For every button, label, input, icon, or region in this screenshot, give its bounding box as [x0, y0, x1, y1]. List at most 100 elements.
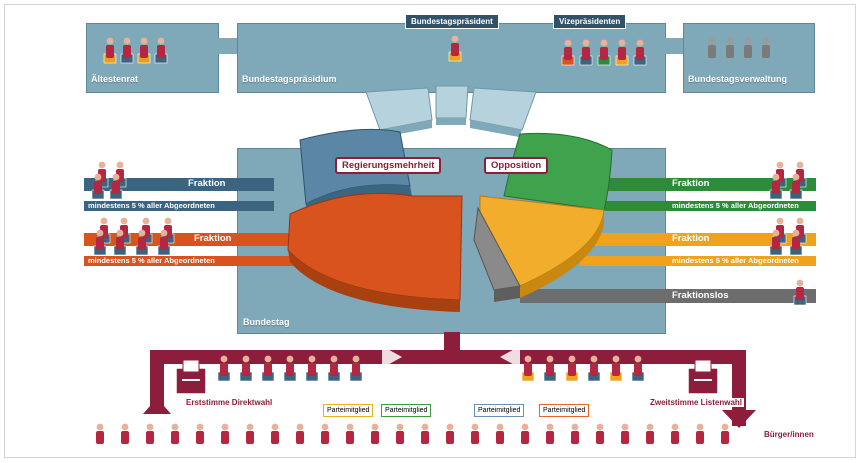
person-icon: [744, 37, 752, 58]
right-faction-2-label: Fraktion: [672, 233, 710, 244]
presidium-benches: [365, 85, 537, 137]
president-tag: Bundestagspräsident: [405, 14, 499, 29]
left-faction-2-sub: mindestens 5 % aller Abgeordneten: [88, 256, 215, 265]
person-icon: [421, 423, 429, 444]
person-icon: [696, 423, 704, 444]
election-arrows: [143, 332, 756, 428]
person-icon: [446, 423, 454, 444]
person-icon: [762, 37, 770, 58]
bundestag-label: Bundestag: [243, 317, 290, 327]
person-icon: [633, 39, 647, 66]
person-icon: [135, 229, 149, 256]
person-icon: [157, 229, 171, 256]
person-icon: [96, 423, 104, 444]
first-vote-ballot-icon: [175, 359, 207, 395]
person-icon: [543, 355, 557, 382]
person-icon: [609, 355, 623, 382]
person-icon: [154, 37, 168, 64]
person-icon: [521, 355, 535, 382]
connector-right: [664, 38, 684, 54]
person-icon: [631, 355, 645, 382]
person-icon: [109, 173, 123, 200]
right-faction-1-label: Fraktion: [672, 178, 710, 189]
person-icon: [103, 37, 117, 64]
vice-tag: Vizepräsidenten: [553, 14, 627, 29]
right-faction-1-subband: mindestens 5 % aller Abgeordneten: [604, 201, 816, 211]
aeltestenrat-label: Ältestenrat: [91, 74, 139, 84]
left-faction-1-band: Fraktion: [84, 178, 274, 191]
person-icon: [93, 229, 107, 256]
person-icon: [448, 35, 462, 62]
right-faction-1-sub: mindestens 5 % aller Abgeordneten: [672, 201, 799, 210]
person-icon: [596, 423, 604, 444]
person-icon: [571, 423, 579, 444]
person-icon: [196, 423, 204, 444]
person-icon: [646, 423, 654, 444]
person-icon: [137, 37, 151, 64]
person-icon: [346, 423, 354, 444]
person-icon: [217, 355, 231, 382]
person-icon: [121, 423, 129, 444]
person-icon: [171, 423, 179, 444]
opposition-label: Opposition: [484, 157, 549, 174]
person-icon: [221, 423, 229, 444]
person-icon: [305, 355, 319, 382]
verwaltung-panel: Bundestagsverwaltung: [683, 23, 815, 93]
person-icon: [261, 355, 275, 382]
left-faction-2-label: Fraktion: [194, 233, 232, 244]
person-icon: [296, 423, 304, 444]
left-faction-1-subband: mindestens 5 % aller Abgeordneten: [84, 201, 274, 211]
person-icon: [615, 39, 629, 66]
person-icon: [120, 37, 134, 64]
government-label: Regierungsmehrheit: [335, 157, 442, 174]
citizens-label: Bürger/innen: [762, 430, 816, 439]
person-icon: [91, 173, 105, 200]
right-faction-2-band: Fraktion: [580, 233, 816, 246]
person-icon: [113, 229, 127, 256]
independent-label: Fraktionslos: [672, 290, 729, 301]
person-icon: [146, 423, 154, 444]
person-icon: [271, 423, 279, 444]
party-member-tag-4: Parteimitglied: [539, 404, 590, 417]
second-vote-label: Zweitstimme Listenwahl: [648, 398, 745, 407]
person-icon: [283, 355, 297, 382]
left-faction-1-sub: mindestens 5 % aller Abgeordneten: [88, 201, 215, 210]
person-icon: [793, 279, 807, 306]
left-faction-1-label: Fraktion: [188, 178, 226, 189]
person-icon: [726, 37, 734, 58]
verwaltung-label: Bundestagsverwaltung: [688, 74, 788, 84]
person-icon: [521, 423, 529, 444]
praesidium-label: Bundestagspräsidium: [242, 74, 337, 84]
person-icon: [789, 173, 803, 200]
person-icon: [239, 355, 253, 382]
person-icon: [496, 423, 504, 444]
person-icon: [721, 423, 729, 444]
person-icon: [546, 423, 554, 444]
person-icon: [246, 423, 254, 444]
person-icon: [349, 355, 363, 382]
person-icon: [471, 423, 479, 444]
connector-left: [218, 38, 238, 54]
independent-band: Fraktionslos: [520, 289, 816, 303]
right-faction-2-subband: mindestens 5 % aller Abgeordneten: [580, 256, 816, 266]
first-vote-label: Erststimme Direktwahl: [184, 398, 275, 407]
left-faction-2-subband: mindestens 5 % aller Abgeordneten: [84, 256, 304, 266]
right-faction-1-band: Fraktion: [604, 178, 816, 191]
person-icon: [565, 355, 579, 382]
person-icon: [621, 423, 629, 444]
party-member-tag-1: Parteimitglied: [323, 404, 374, 417]
person-icon: [321, 423, 329, 444]
second-vote-ballot-icon: [687, 359, 719, 395]
party-member-tag-3: Parteimitglied: [474, 404, 525, 417]
person-icon: [789, 229, 803, 256]
person-icon: [579, 39, 593, 66]
person-icon: [371, 423, 379, 444]
person-icon: [396, 423, 404, 444]
person-icon: [327, 355, 341, 382]
person-icon: [769, 229, 783, 256]
person-icon: [597, 39, 611, 66]
right-faction-2-sub: mindestens 5 % aller Abgeordneten: [672, 256, 799, 265]
government-segment: [287, 192, 463, 301]
person-icon: [671, 423, 679, 444]
party-member-tag-2: Parteimitglied: [381, 404, 432, 417]
